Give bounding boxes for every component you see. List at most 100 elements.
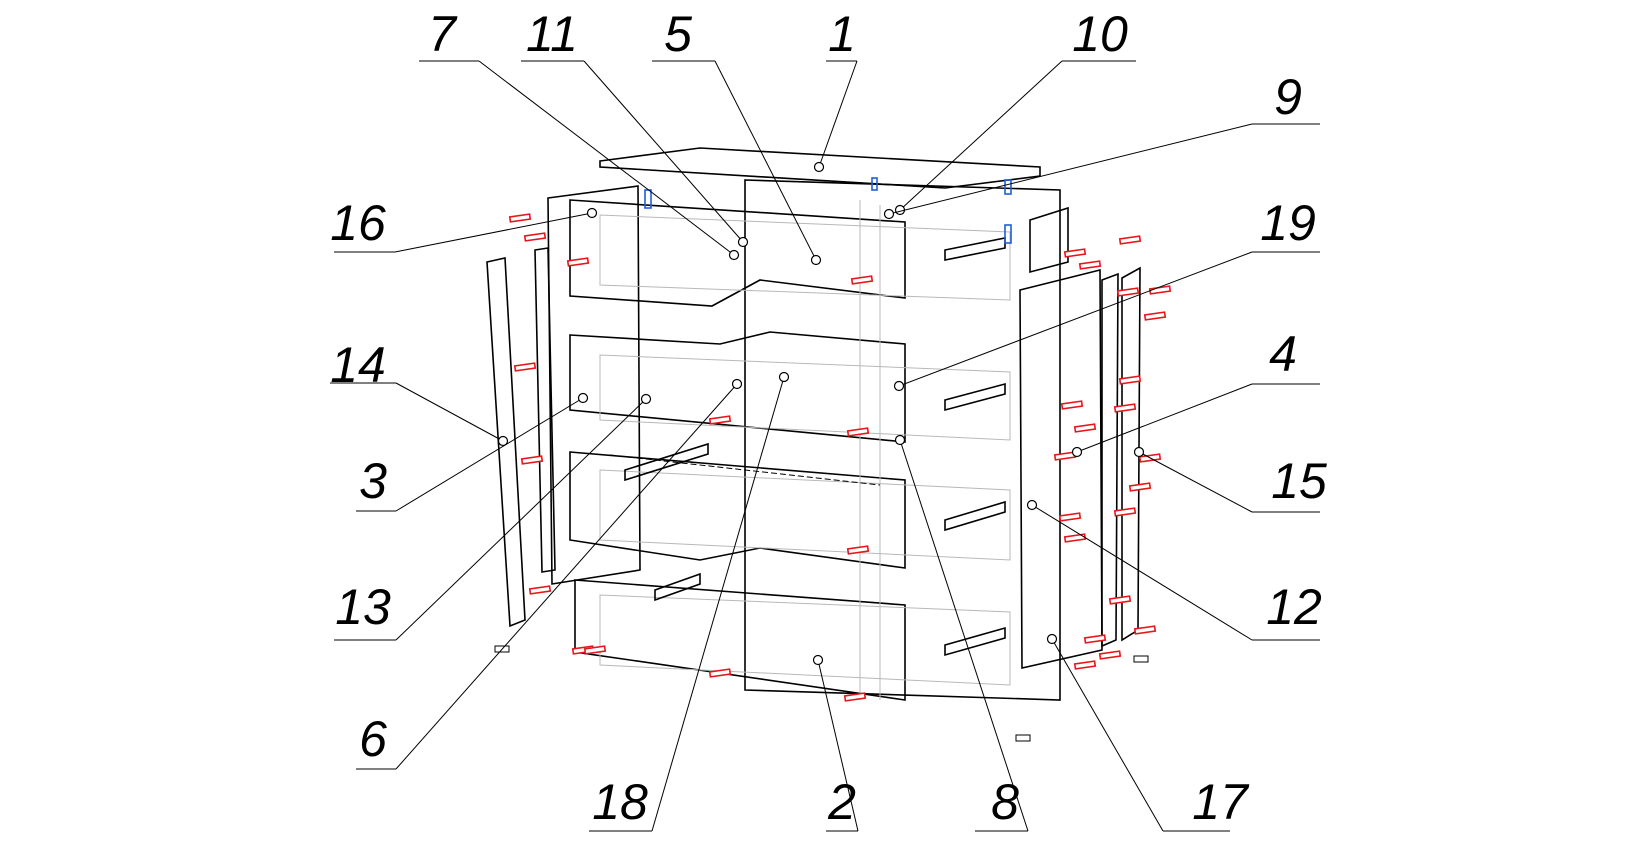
leader-line — [395, 383, 738, 770]
leader-dot — [497, 435, 509, 447]
hinge — [871, 177, 878, 191]
screw — [1098, 650, 1122, 660]
leader-line — [394, 212, 593, 253]
leader-line — [899, 60, 1063, 211]
leader-dot — [728, 249, 740, 261]
screw — [1128, 482, 1152, 492]
leader-line — [898, 251, 1253, 387]
leader-dot — [737, 236, 749, 248]
callout-number: 6 — [359, 711, 387, 767]
callout-17: 17 — [1046, 633, 1250, 832]
screw — [1113, 403, 1137, 413]
callout-number: 8 — [991, 774, 1019, 830]
leader-line — [1138, 451, 1253, 513]
leader-line — [899, 439, 1029, 832]
leader-dot — [731, 378, 743, 390]
drawer-runner — [944, 382, 1006, 412]
callout-number: 19 — [1260, 195, 1316, 251]
leader-line — [583, 60, 744, 243]
screw — [1073, 660, 1097, 670]
foot-hardware-6 — [494, 645, 510, 653]
leader-line — [1076, 383, 1253, 453]
callout-10: 10 — [894, 6, 1136, 216]
right-side-panel — [1019, 268, 1103, 669]
drawer-box-top — [599, 214, 1011, 301]
screw — [566, 257, 590, 267]
leader-line — [817, 659, 859, 832]
callout-number: 14 — [330, 337, 386, 393]
leader-line — [395, 397, 584, 512]
callout-11: 11 — [521, 6, 749, 248]
screw — [1058, 512, 1082, 522]
hinge — [1004, 224, 1012, 244]
drawer-front-top — [569, 199, 906, 307]
callout-number: 7 — [428, 6, 458, 62]
screw — [1063, 533, 1087, 543]
callout-7: 7 — [419, 6, 740, 261]
callout-19: 19 — [893, 195, 1320, 392]
screw — [523, 232, 547, 242]
screw — [583, 645, 607, 655]
callout-1: 1 — [813, 6, 858, 173]
callout-number: 13 — [335, 579, 391, 635]
drawer-runner — [944, 500, 1006, 532]
leader-line — [395, 398, 647, 641]
leader-dot — [586, 207, 598, 219]
callout-number: 10 — [1072, 6, 1128, 62]
callout-13: 13 — [334, 393, 652, 641]
drawer-front-middle — [569, 331, 906, 443]
leader-dot — [810, 254, 822, 266]
callout-number: 2 — [827, 774, 856, 830]
callout-number: 9 — [1274, 69, 1302, 125]
drawer-box-middle — [599, 354, 1011, 441]
callout-number: 18 — [592, 774, 648, 830]
leader-dot — [577, 392, 589, 404]
screw — [520, 455, 544, 465]
leader-dot — [1026, 499, 1038, 511]
callout-number: 5 — [664, 6, 692, 62]
callout-number: 17 — [1192, 774, 1250, 830]
leader-dot — [1071, 446, 1083, 458]
screw — [1133, 625, 1157, 635]
screw — [1108, 595, 1132, 605]
leader-line — [651, 376, 785, 832]
callout-2: 2 — [812, 654, 859, 832]
callout-6: 6 — [356, 378, 743, 770]
callout-number: 4 — [1269, 326, 1297, 382]
left-inner-panel — [534, 247, 556, 573]
leader-line — [888, 123, 1253, 215]
back-panel — [744, 179, 1061, 701]
drawer-box-lower — [599, 469, 1011, 561]
drawer-runner — [624, 442, 709, 482]
leader-dot — [812, 654, 824, 666]
leader-dot — [1046, 633, 1058, 645]
furniture-parts — [486, 147, 1172, 742]
screw — [1060, 400, 1084, 410]
screw — [1078, 260, 1102, 270]
foot-hardware — [1133, 655, 1149, 663]
drawer-runner — [654, 572, 701, 602]
hinge — [1004, 179, 1012, 195]
screw — [708, 668, 732, 678]
callout-15: 15 — [1133, 446, 1327, 513]
leader-line — [395, 382, 504, 442]
screw — [1143, 311, 1167, 321]
leader-line — [478, 60, 735, 256]
callout-12: 12 — [1026, 499, 1322, 641]
screw — [843, 692, 867, 702]
callout-number: 3 — [359, 453, 387, 509]
callout-3: 3 — [356, 392, 589, 512]
callout-number: 1 — [828, 6, 856, 62]
leader-dot — [893, 380, 905, 392]
screw — [508, 213, 532, 223]
right-inner-panel — [1101, 272, 1119, 648]
screw — [528, 585, 552, 595]
leader-line — [818, 60, 858, 168]
callout-number: 15 — [1271, 453, 1327, 509]
callout-number: 12 — [1266, 579, 1322, 635]
screw — [708, 415, 732, 425]
screw — [1073, 423, 1097, 433]
leader-dot — [778, 371, 790, 383]
